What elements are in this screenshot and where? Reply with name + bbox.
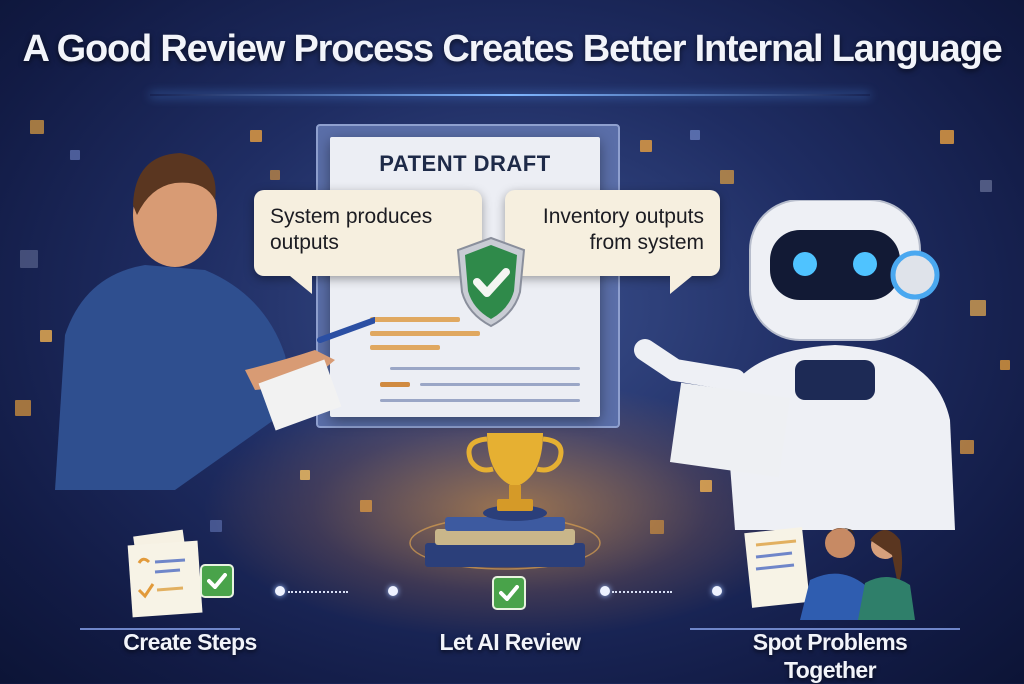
connector-node bbox=[388, 586, 398, 596]
step-label-let-ai-review: Let AI Review bbox=[439, 629, 582, 655]
check-badge-ai-review bbox=[492, 576, 526, 610]
baseline-left bbox=[80, 628, 240, 630]
check-badge-create-steps bbox=[200, 564, 234, 598]
document-heading: PATENT DRAFT bbox=[379, 151, 551, 176]
connector-node bbox=[712, 586, 722, 596]
ai-speech-bubble: Inventory outputs from system bbox=[505, 190, 720, 294]
step-label-spot-problems: Spot Problems Together bbox=[752, 629, 908, 683]
ai-bubble-text: Inventory outputs from system bbox=[542, 205, 704, 254]
trophy-on-books-icon bbox=[409, 433, 601, 570]
connector-node bbox=[275, 586, 285, 596]
human-bubble-text: System produces outputs bbox=[270, 205, 433, 254]
ai-robot-figure bbox=[634, 200, 955, 530]
shield-check-icon bbox=[456, 236, 526, 328]
connector-node bbox=[600, 586, 610, 596]
title-underline-glow bbox=[150, 94, 870, 96]
man-reviewer-figure bbox=[55, 153, 375, 490]
baseline-right bbox=[690, 628, 960, 630]
step-label-create-steps: Create Steps bbox=[123, 629, 257, 655]
checklist-icon bbox=[127, 529, 203, 618]
page-title: A Good Review Process Creates Better Int… bbox=[22, 28, 1002, 70]
collaboration-icon bbox=[744, 527, 915, 620]
human-speech-bubble: System produces outputs bbox=[254, 190, 482, 294]
connector-dotted-line bbox=[612, 591, 672, 593]
connector-dotted-line bbox=[288, 591, 348, 593]
